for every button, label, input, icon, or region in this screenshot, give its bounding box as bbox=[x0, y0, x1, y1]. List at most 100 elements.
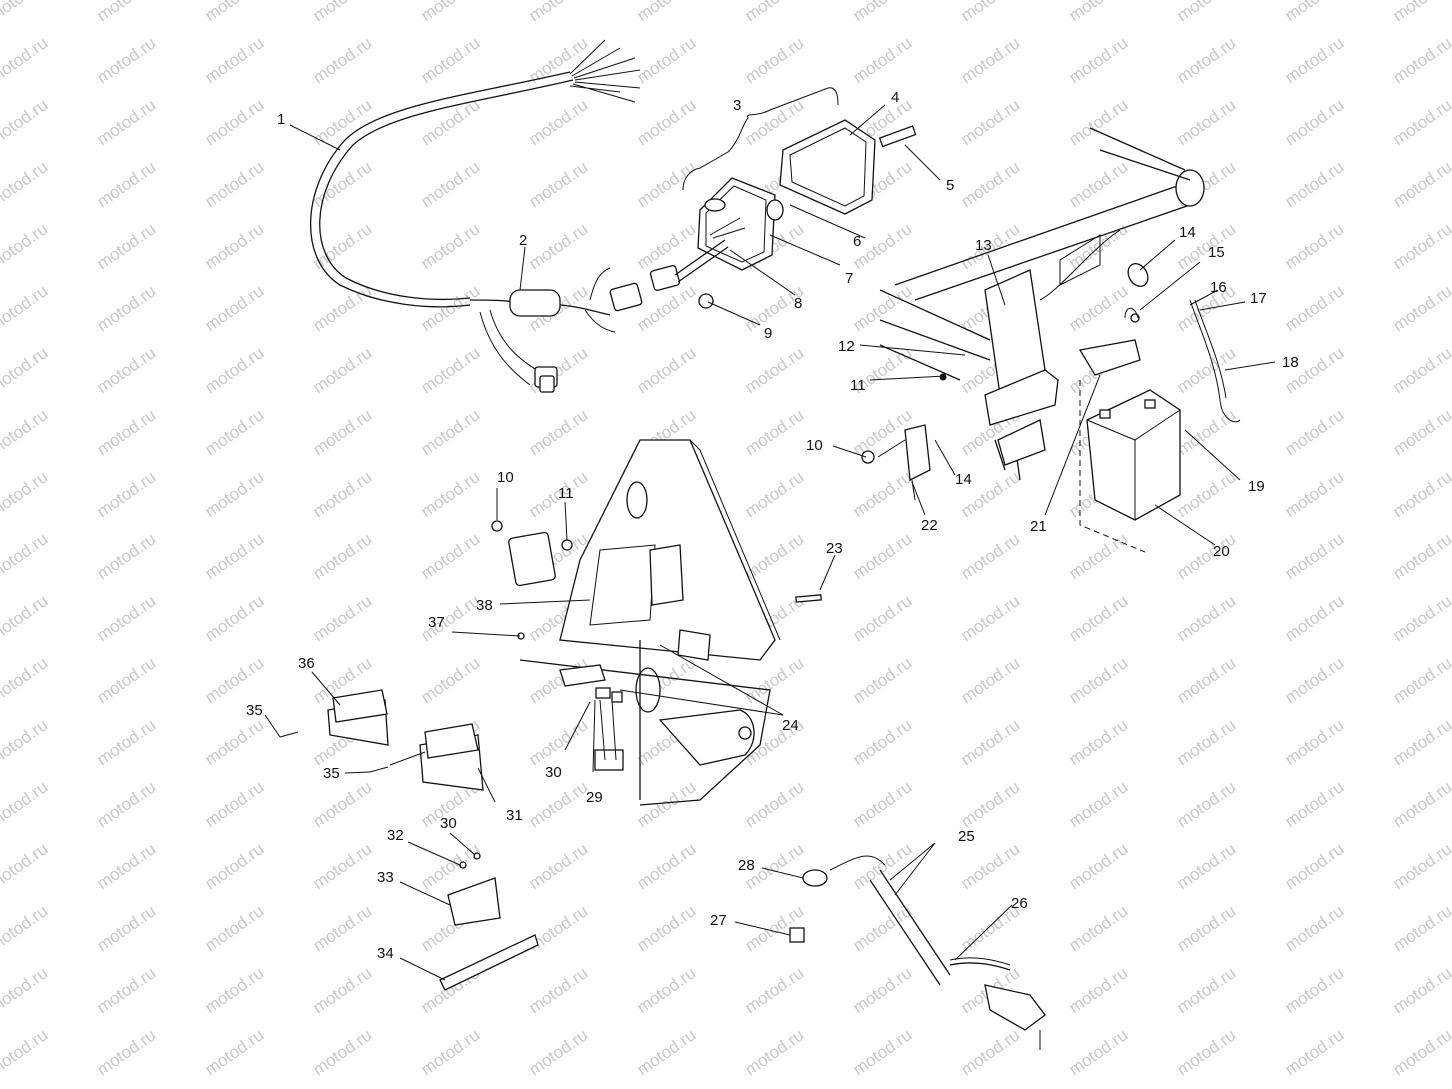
watermark-text: motod.ru bbox=[0, 591, 51, 645]
watermark-text: motod.ru bbox=[525, 839, 591, 893]
label-30-lower: 30 bbox=[440, 815, 457, 832]
watermark-text: motod.ru bbox=[741, 95, 807, 149]
lower-left-brackets bbox=[279, 689, 539, 991]
label-30-center: 30 bbox=[545, 764, 562, 781]
watermark-text: motod.ru bbox=[1065, 777, 1131, 831]
watermark-text: motod.ru bbox=[633, 33, 699, 87]
watermark-text: motod.ru bbox=[1389, 405, 1452, 459]
watermark-text: motod.ru bbox=[93, 529, 159, 583]
watermark-text: motod.ru bbox=[1389, 343, 1452, 397]
watermark-text: motod.ru bbox=[417, 529, 483, 583]
watermark-text: motod.ru bbox=[309, 529, 375, 583]
label-26: 26 bbox=[1011, 895, 1028, 912]
watermark-text: motod.ru bbox=[1281, 653, 1347, 707]
watermark-text: motod.ru bbox=[525, 219, 591, 273]
watermark-text: motod.ru bbox=[957, 839, 1023, 893]
watermark-text: motod.ru bbox=[1065, 33, 1131, 87]
watermark-text: motod.ru bbox=[201, 529, 267, 583]
watermark-text: motod.ru bbox=[1281, 157, 1347, 211]
watermark-text: motod.ru bbox=[1173, 901, 1239, 955]
watermark-text: motod.ru bbox=[201, 901, 267, 955]
watermark-text: motod.ru bbox=[1173, 33, 1239, 87]
watermark-text: motod.ru bbox=[201, 963, 267, 1017]
label-14-top: 14 bbox=[1179, 224, 1196, 241]
watermark-text: motod.ru bbox=[309, 777, 375, 831]
watermark-text: motod.ru bbox=[849, 839, 915, 893]
watermark-text: motod.ru bbox=[1281, 839, 1347, 893]
watermark-text: motod.ru bbox=[201, 591, 267, 645]
watermark-text: motod.ru bbox=[0, 33, 51, 87]
watermark-text: motod.ru bbox=[957, 777, 1023, 831]
label-33: 33 bbox=[377, 869, 394, 886]
label-9: 9 bbox=[764, 325, 772, 342]
watermark-text: motod.ru bbox=[417, 467, 483, 521]
watermark-text: motod.ru bbox=[849, 281, 915, 335]
watermark-text: motod.ru bbox=[1173, 653, 1239, 707]
watermark-text: motod.ru bbox=[93, 219, 159, 273]
watermark-text: motod.ru bbox=[1281, 405, 1347, 459]
watermark-text: motod.ru bbox=[741, 33, 807, 87]
watermark-text: motod.ru bbox=[201, 467, 267, 521]
watermark-text: motod.ru bbox=[1281, 0, 1347, 25]
watermark-text: motod.ru bbox=[741, 777, 807, 831]
label-6: 6 bbox=[853, 233, 861, 250]
watermark-text: motod.ru bbox=[93, 1025, 159, 1079]
callout-labels: 1 2 3 4 5 6 7 8 9 10 11 12 13 14 14 15 1… bbox=[246, 89, 1299, 962]
label-35-lower: 35 bbox=[323, 765, 340, 782]
watermark-text: motod.ru bbox=[957, 0, 1023, 25]
watermark-text: motod.ru bbox=[1281, 715, 1347, 769]
watermark-text: motod.ru bbox=[0, 839, 51, 893]
watermark-text: motod.ru bbox=[0, 95, 51, 149]
watermark-text: motod.ru bbox=[741, 653, 807, 707]
watermark-text: motod.ru bbox=[1281, 963, 1347, 1017]
watermark-text: motod.ru bbox=[417, 405, 483, 459]
watermark-text: motod.ru bbox=[1173, 343, 1239, 397]
watermark-text: motod.ru bbox=[93, 901, 159, 955]
watermark-text: motod.ru bbox=[849, 715, 915, 769]
watermark-text: motod.ru bbox=[1065, 219, 1131, 273]
watermark-text: motod.ru bbox=[1173, 467, 1239, 521]
watermark-text: motod.ru bbox=[0, 653, 51, 707]
watermark-text: motod.ru bbox=[1065, 0, 1131, 25]
watermark-text: motod.ru bbox=[633, 1025, 699, 1079]
watermark-text: motod.ru bbox=[201, 839, 267, 893]
label-27: 27 bbox=[710, 912, 727, 929]
watermark-text: motod.ru bbox=[525, 157, 591, 211]
label-15: 15 bbox=[1208, 244, 1225, 261]
watermark-text: motod.ru bbox=[93, 963, 159, 1017]
label-31: 31 bbox=[506, 807, 523, 824]
watermark-text: motod.ru bbox=[849, 529, 915, 583]
watermark-text: motod.ru bbox=[741, 963, 807, 1017]
watermark-text: motod.ru bbox=[93, 33, 159, 87]
label-5: 5 bbox=[946, 177, 954, 194]
watermark-text: motod.ru bbox=[309, 963, 375, 1017]
watermark-text: motod.ru bbox=[957, 529, 1023, 583]
watermark-text: motod.ru bbox=[741, 529, 807, 583]
watermark-text: motod.ru bbox=[1173, 1025, 1239, 1079]
watermark-text: motod.ru bbox=[849, 963, 915, 1017]
watermark-text: motod.ru bbox=[525, 95, 591, 149]
watermark-text: motod.ru bbox=[1065, 715, 1131, 769]
watermark-text: motod.ru bbox=[525, 963, 591, 1017]
watermark-text: motod.ru bbox=[0, 467, 51, 521]
label-36: 36 bbox=[298, 655, 315, 672]
label-14-bottom: 14 bbox=[955, 471, 972, 488]
watermark-text: motod.ru bbox=[0, 1025, 51, 1079]
label-11-right: 11 bbox=[850, 377, 866, 394]
watermark-text: motod.ru bbox=[525, 405, 591, 459]
watermark-text: motod.ru bbox=[1389, 0, 1452, 25]
watermark-text: motod.ru bbox=[1173, 281, 1239, 335]
label-20: 20 bbox=[1213, 543, 1230, 560]
watermark-text: motod.ru bbox=[309, 0, 375, 25]
label-16: 16 bbox=[1210, 279, 1227, 296]
watermark-text: motod.ru bbox=[201, 715, 267, 769]
watermark-text: motod.ru bbox=[1281, 281, 1347, 335]
watermark-text: motod.ru bbox=[309, 591, 375, 645]
watermark-text: motod.ru bbox=[525, 0, 591, 25]
label-38: 38 bbox=[476, 597, 493, 614]
watermark-text: motod.ru bbox=[201, 219, 267, 273]
watermark-text: motod.ru bbox=[201, 343, 267, 397]
label-7: 7 bbox=[845, 270, 853, 287]
label-10-right: 10 bbox=[806, 437, 823, 454]
